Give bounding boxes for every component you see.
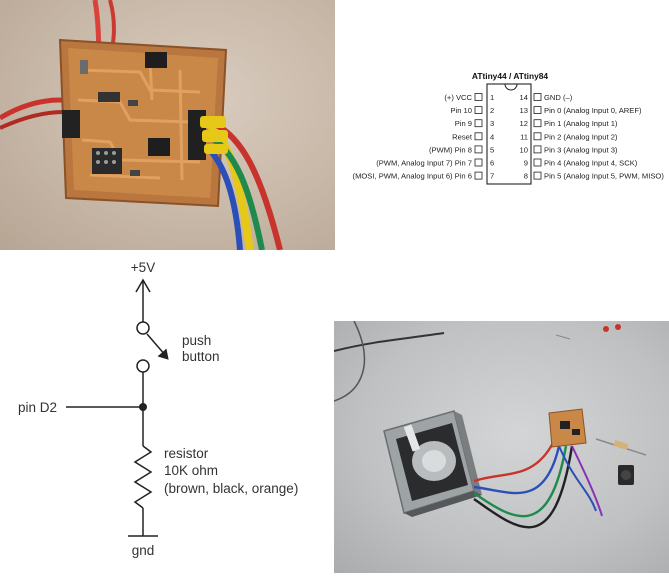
chip-notch	[504, 83, 518, 91]
stepper-photo-drawing	[334, 321, 647, 529]
pin-number: 12	[520, 119, 528, 128]
pin-label: pin D2	[18, 400, 57, 415]
pin-number: 3	[490, 119, 494, 128]
pin-number: 13	[520, 106, 528, 115]
pin-label: Pin 5 (Analog Input 5, PWM, MISO)	[544, 172, 664, 181]
left-pin-row: Pin 10 2	[450, 106, 494, 115]
button-schematic: +5V push button pin D2 resistor 10K ohm …	[0, 250, 335, 573]
button-label-line2: button	[182, 349, 220, 364]
pin-pad	[533, 119, 542, 128]
resistor-label-line3: (brown, black, orange)	[164, 481, 298, 496]
pin-number: 7	[490, 172, 494, 181]
pin-pad	[533, 171, 542, 180]
right-pin-row: 12 Pin 1 (Analog Input 1)	[520, 119, 618, 128]
pin-pad	[474, 106, 483, 114]
stepper-motor-photo	[334, 321, 669, 573]
button-contact-top	[136, 321, 150, 335]
pin-number: 11	[520, 132, 528, 141]
supply-label: +5V	[131, 260, 155, 275]
left-pin-row: (MOSI, PWM, Analog Input 6) Pin 6 7	[353, 172, 495, 181]
pin-label: Pin 2 (Analog Input 2)	[544, 132, 618, 141]
pin-number: 2	[490, 106, 494, 115]
pin-number: 5	[490, 145, 494, 154]
right-pin-row: 8 Pin 5 (Analog Input 5, PWM, MISO)	[524, 172, 665, 181]
pin-label: (+) VCC	[444, 93, 472, 102]
pin-pad	[533, 132, 542, 141]
pin-label: Pin 0 (Analog Input 0, AREF)	[544, 106, 642, 115]
resistor-label-line2: 10K ohm	[164, 463, 218, 478]
pin-number: 9	[524, 159, 528, 168]
button-label-line1: push	[182, 333, 211, 348]
pin-number: 6	[490, 159, 494, 168]
pin-pad	[533, 106, 542, 114]
vcc-arrow-icon	[135, 278, 151, 293]
pcb-photo	[0, 0, 335, 250]
pin-pad	[474, 93, 483, 101]
chip-title: ATtiny44 / ATtiny84	[472, 71, 549, 81]
pin-label: Pin 4 (Analog Input 4, SCK)	[544, 159, 638, 168]
pin-pad	[533, 145, 542, 154]
pin-number: 8	[524, 172, 528, 181]
junction-dot	[139, 403, 147, 411]
schematic-svg: +5V push button pin D2 resistor 10K ohm …	[18, 260, 298, 558]
pin-label: (PWM, Analog Input 7) Pin 7	[376, 159, 472, 168]
resistor-label-line1: resistor	[164, 446, 209, 461]
right-pin-row: 9 Pin 4 (Analog Input 4, SCK)	[524, 159, 638, 168]
pin-label: (PWM) Pin 8	[429, 145, 472, 154]
button-contact-bottom	[136, 359, 150, 373]
pin-pad	[533, 93, 542, 101]
left-pin-row: (PWM) Pin 8 5	[429, 145, 494, 154]
pin-pad	[474, 145, 483, 154]
pin-label: Pin 3 (Analog Input 3)	[544, 145, 618, 154]
pin-label: GND (–)	[544, 93, 573, 102]
right-pin-row: 14 GND (–)	[520, 93, 573, 102]
pin-label: (MOSI, PWM, Analog Input 6) Pin 6	[353, 172, 472, 181]
pcb-photo-drawing	[0, 0, 283, 250]
left-pin-row: (PWM, Analog Input 7) Pin 7 6	[376, 159, 494, 168]
pin-number: 10	[520, 145, 528, 154]
left-pin-row: Pin 9 3	[455, 119, 495, 128]
pin-label: Reset	[452, 132, 473, 141]
right-pin-row: 13 Pin 0 (Analog Input 0, AREF)	[520, 106, 642, 115]
chip-body	[486, 83, 532, 185]
pin-number: 14	[520, 93, 528, 102]
left-pin-row: (+) VCC 1	[444, 93, 494, 102]
right-pin-row: 11 Pin 2 (Analog Input 2)	[520, 132, 618, 141]
left-pin-row: Reset 4	[452, 132, 494, 141]
pin-number: 1	[490, 93, 494, 102]
pin-pad	[474, 132, 483, 141]
pin-number: 4	[490, 132, 494, 141]
pin-pad	[474, 171, 483, 180]
pin-label: Pin 9	[455, 119, 472, 128]
pin-label: Pin 1 (Analog Input 1)	[544, 119, 618, 128]
pin-pad	[474, 119, 483, 128]
resistor-symbol	[133, 445, 153, 509]
button-arrow-icon	[157, 348, 169, 360]
ground-label: gnd	[132, 543, 155, 558]
right-pin-row: 10 Pin 3 (Analog Input 3)	[520, 145, 618, 154]
pin-pad	[533, 158, 542, 167]
pin-pad	[474, 158, 483, 167]
pin-label: Pin 10	[450, 106, 472, 115]
